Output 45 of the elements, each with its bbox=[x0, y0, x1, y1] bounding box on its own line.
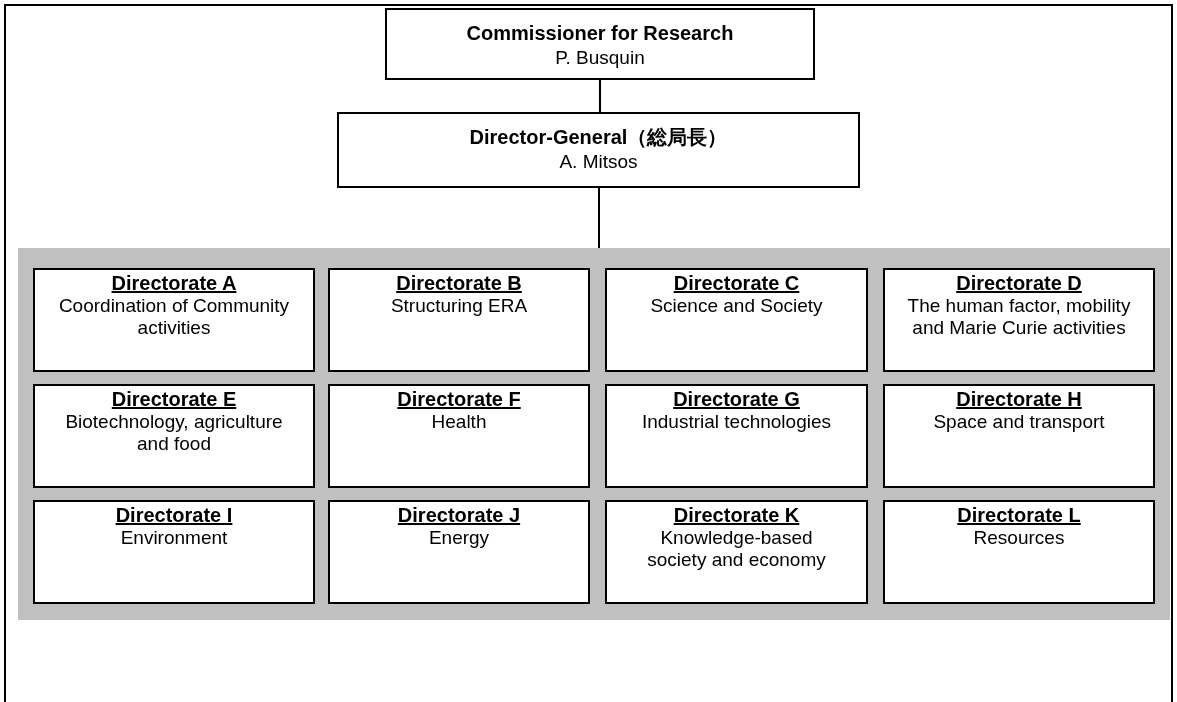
box-heading: Directorate L bbox=[956, 504, 1082, 527]
box-heading: Directorate C bbox=[672, 272, 801, 295]
box-heading: Directorate F bbox=[396, 388, 522, 411]
box-text: Resources bbox=[972, 527, 1066, 549]
box-text: Knowledge-based society and economy bbox=[646, 527, 827, 571]
box-text: Science and Society bbox=[649, 295, 824, 317]
box-text: Health bbox=[430, 411, 488, 433]
box-heading: Directorate E bbox=[110, 388, 238, 411]
box-heading: Commissioner for Research bbox=[465, 22, 735, 45]
box-heading: Directorate A bbox=[110, 272, 238, 295]
directorate-box bbox=[605, 268, 868, 372]
box-text: P. Busquin bbox=[554, 47, 646, 69]
box-heading: Director-General（総局長） bbox=[468, 126, 729, 149]
box-text: The human factor, mobility and Marie Curie activities bbox=[907, 295, 1131, 339]
box-text: Energy bbox=[427, 527, 491, 549]
directorate-box bbox=[605, 384, 868, 488]
directorate-box bbox=[883, 268, 1155, 372]
directorate-box bbox=[33, 268, 315, 372]
directorate-box bbox=[33, 500, 315, 604]
box-heading: Directorate D bbox=[955, 272, 1083, 295]
box-heading: Directorate B bbox=[395, 272, 523, 295]
box-text: Industrial technologies bbox=[640, 411, 833, 433]
connector-line bbox=[598, 187, 600, 249]
directorate-box bbox=[605, 500, 868, 604]
box-heading: Directorate J bbox=[396, 504, 522, 527]
box-heading: Directorate G bbox=[672, 388, 801, 411]
box-text: Space and transport bbox=[932, 411, 1106, 433]
directorate-box bbox=[883, 500, 1155, 604]
box-heading: Directorate H bbox=[955, 388, 1083, 411]
box-heading: Directorate I bbox=[114, 504, 234, 527]
directorate-box bbox=[328, 384, 590, 488]
box-text: Coordination of Community activities bbox=[57, 295, 291, 339]
directorate-box bbox=[33, 384, 315, 488]
box-text: Environment bbox=[119, 527, 229, 549]
box-heading: Directorate K bbox=[672, 504, 801, 527]
org-box bbox=[337, 112, 860, 188]
directorate-box bbox=[328, 268, 590, 372]
directorate-box bbox=[328, 500, 590, 604]
box-text: Biotechnology, agriculture and food bbox=[64, 411, 284, 455]
box-text: A. Mitsos bbox=[558, 151, 639, 173]
group-panel bbox=[18, 248, 1170, 620]
box-text: Structuring ERA bbox=[389, 295, 529, 317]
directorate-box bbox=[883, 384, 1155, 488]
connector-line bbox=[599, 79, 601, 113]
org-box bbox=[385, 8, 815, 80]
